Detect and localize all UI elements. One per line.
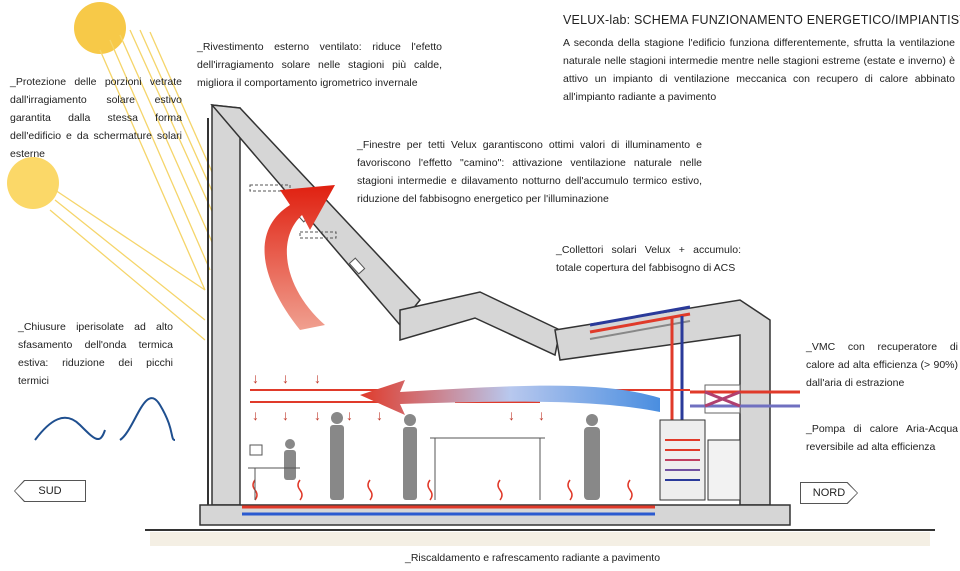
south-label: SUD — [38, 485, 62, 497]
intro-text: A seconda della stagione l'edificio funz… — [563, 37, 955, 103]
page-title: VELUX-lab: SCHEMA FUNZIONAMENTO ENERGETI… — [563, 13, 960, 27]
svg-text:↓: ↓ — [508, 407, 515, 423]
svg-text:↓: ↓ — [252, 370, 259, 386]
svg-text:↓: ↓ — [376, 407, 383, 423]
note-pompa: _Pompa di calore Aria-Acqua reversibile … — [806, 423, 958, 453]
north-label: NORD — [812, 487, 846, 499]
svg-text:↓: ↓ — [346, 407, 353, 423]
storage-tank — [659, 419, 706, 501]
furniture — [248, 437, 545, 500]
radiant-floor — [242, 505, 655, 516]
svg-text:↓: ↓ — [538, 407, 545, 423]
svg-text:↓: ↓ — [314, 370, 321, 386]
thermal-wave-graph — [34, 397, 176, 441]
air-supply-arrows: ↓ ↓ ↓ ↓ ↓ ↓ ↓ ↓ ↓ ↓ — [252, 370, 545, 423]
svg-text:↓: ↓ — [252, 407, 259, 423]
note-finestre: _Finestre per tetti Velux garantiscono o… — [357, 139, 702, 205]
people-silhouettes — [284, 412, 600, 500]
svg-text:↓: ↓ — [282, 407, 289, 423]
note-rivestimento: _Rivestimento esterno ventilato: riduce … — [197, 41, 442, 89]
solar-collector — [589, 305, 691, 430]
south-direction-arrow: SUD — [14, 480, 86, 502]
note-protezione: _Protezione delle porzioni vetrate dall'… — [10, 76, 182, 160]
note-riscaldamento: _Riscaldamento e rafrescamento radiante … — [405, 552, 661, 564]
heat-pump — [707, 439, 741, 501]
vmc-unit — [690, 384, 800, 414]
ground — [145, 529, 935, 546]
svg-text:↓: ↓ — [314, 407, 321, 423]
svg-text:↓: ↓ — [282, 370, 289, 386]
note-vmc: _VMC con recuperatore di calore ad alta … — [806, 341, 958, 389]
north-direction-arrow: NORD — [800, 482, 858, 504]
chimney-airflow-arrow — [264, 185, 335, 330]
cross-ventilation-arrow — [360, 380, 660, 415]
radiant-heat-waves — [252, 479, 633, 501]
note-collettori: _Collettori solari Velux + accumulo: tot… — [556, 244, 741, 274]
sun-icon — [7, 2, 226, 341]
note-chiusure: _Chiusure iperisolate ad alto sfasamento… — [18, 321, 173, 387]
